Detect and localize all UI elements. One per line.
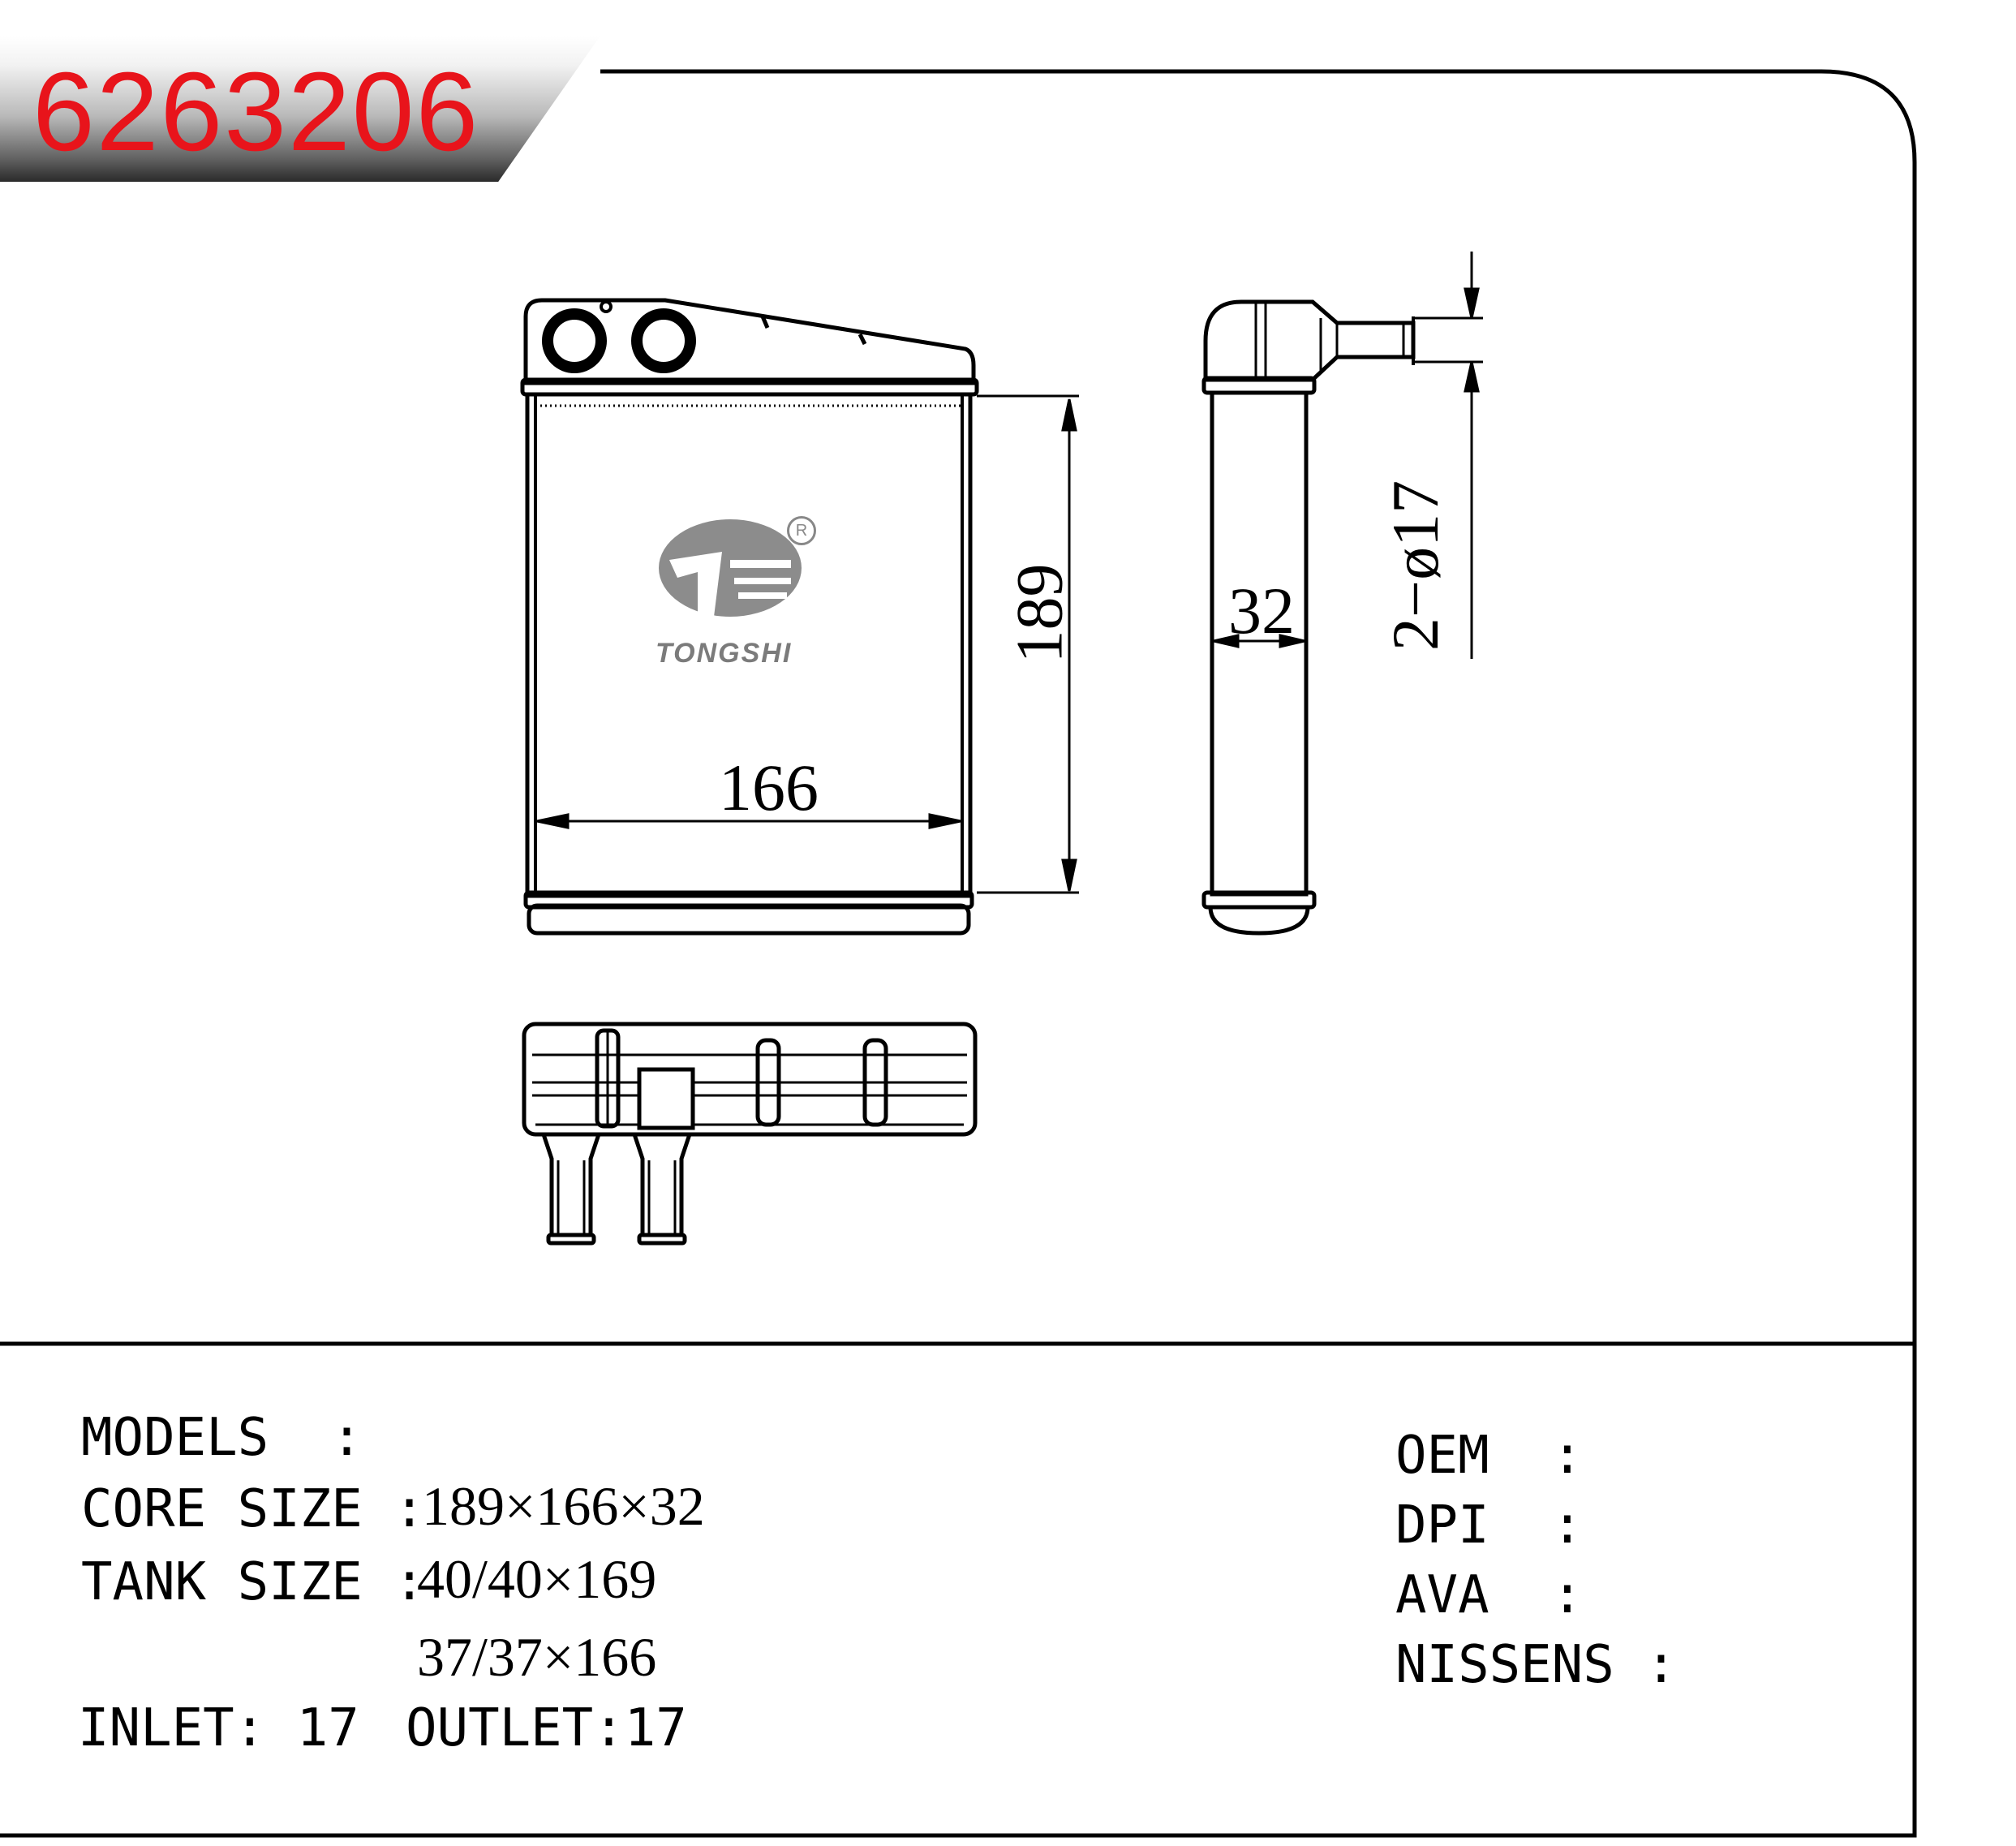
top-view-tank [522, 1022, 978, 1137]
dim-depth-label: 32 [1228, 574, 1295, 648]
inlet-label: INLET: 17 [78, 1698, 359, 1758]
top-view [522, 1022, 978, 1246]
dim-width-label: 166 [719, 751, 819, 824]
top-view-pipe-2 [632, 1134, 692, 1237]
dim-width-line [536, 813, 961, 829]
core-body [525, 392, 973, 898]
top-view-pipe-1 [541, 1134, 601, 1237]
dim-height-line [977, 394, 1079, 894]
tank-size-value-2: 37/37×166 [417, 1626, 657, 1688]
front-view [520, 298, 979, 936]
inlet-port-circle [542, 308, 607, 373]
dim-height-label: 189 [1002, 563, 1077, 664]
outlet-label: OUTLET:17 [406, 1698, 687, 1758]
core-size-value: 189×166×32 [422, 1475, 705, 1537]
core-size-label: CORE SIZE : [81, 1479, 425, 1539]
tongshi-logo-mark [659, 519, 802, 618]
ava-label: AVA : [1395, 1565, 1584, 1625]
oem-label: OEM : [1395, 1426, 1584, 1486]
side-view [1201, 299, 1416, 936]
brand-logo-text: TONGSHI [656, 638, 793, 669]
bottom-tank [527, 903, 971, 936]
registered-mark-icon: R [787, 516, 816, 545]
outlet-port-circle [631, 308, 696, 373]
dim-depth-line [1213, 634, 1305, 648]
port-boss [600, 300, 613, 313]
nissens-label: NISSENS : [1395, 1635, 1677, 1695]
side-bottom-tank [1208, 905, 1310, 936]
dim-pipe-label: 2−ø17 [1378, 480, 1453, 652]
side-tank-elbow [1203, 299, 1416, 382]
top-tank [523, 298, 976, 385]
sheet-border [0, 69, 1917, 1838]
title-banner [0, 36, 600, 182]
tank-size-label: TANK SIZE : [81, 1552, 425, 1612]
models-label: MODELS : [81, 1408, 363, 1468]
tank-size-value-1: 40/40×169 [417, 1548, 657, 1610]
dpi-label: DPI : [1395, 1495, 1584, 1556]
part-number: 6263206 [32, 49, 480, 174]
dim-pipe-line [1413, 252, 1483, 659]
